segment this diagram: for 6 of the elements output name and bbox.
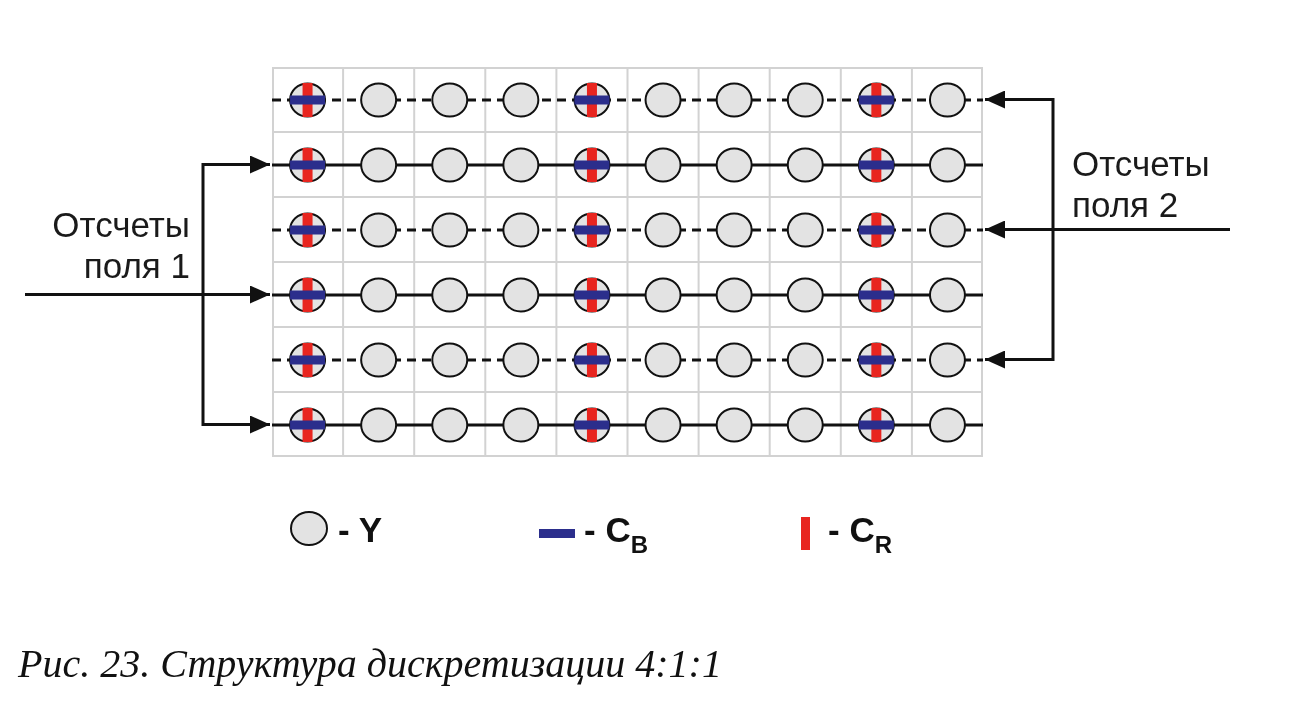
legend-label: - Y xyxy=(338,512,383,550)
arrow xyxy=(25,293,270,434)
legend-label: - C$_{R}$ xyxy=(828,512,892,559)
arrow xyxy=(985,228,1230,369)
figure-caption: Рис. 23. Структура дискретизации 4:1:1 xyxy=(18,642,722,686)
legend-label: - C$_{B}$ xyxy=(584,512,648,559)
